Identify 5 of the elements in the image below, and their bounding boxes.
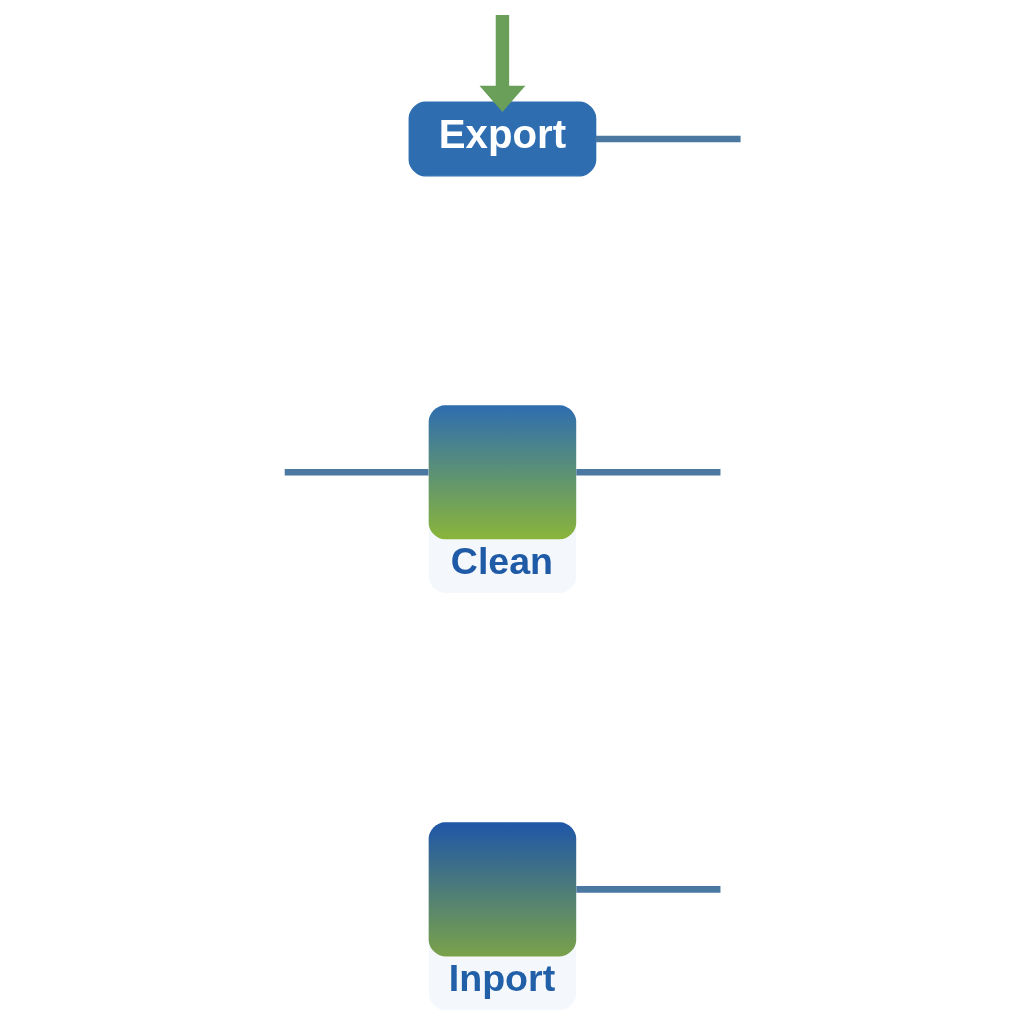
- node-box: Export: [408, 101, 596, 177]
- connector: [575, 885, 720, 893]
- connector: [595, 135, 741, 143]
- arrow: [478, 15, 525, 112]
- connector: [575, 468, 720, 476]
